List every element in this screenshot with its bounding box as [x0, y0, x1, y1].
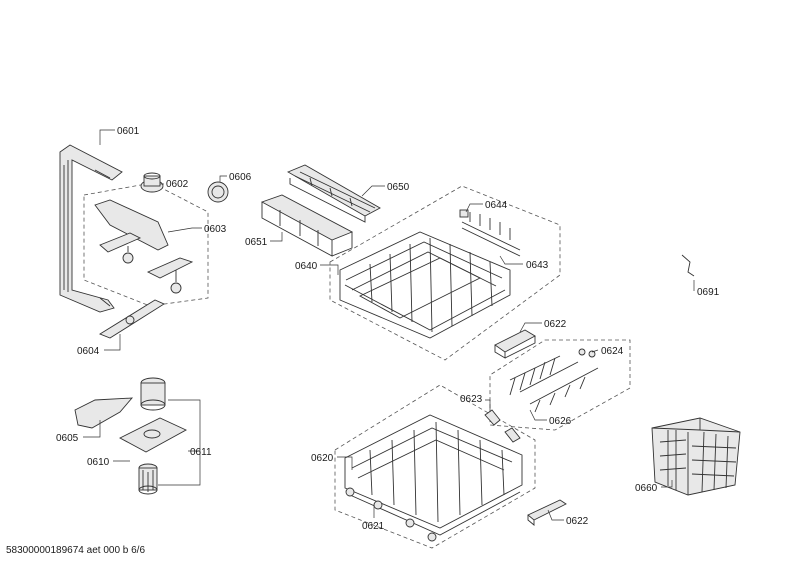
- label-0605: 0605: [56, 433, 79, 444]
- bracket-part: [484, 409, 521, 443]
- label-0601: 0601: [117, 126, 140, 137]
- upper-basket-part: [339, 231, 511, 339]
- label-0611: 0611: [190, 447, 212, 458]
- rack-insert-part: [459, 209, 521, 257]
- lower-basket-part: [344, 414, 523, 536]
- label-0606: 0606: [229, 172, 252, 183]
- group-outline-lower-rack-parts: [489, 339, 631, 431]
- label-0660: 0660: [635, 483, 658, 494]
- label-0604: 0604: [77, 346, 100, 357]
- label-0610: 0610: [87, 457, 110, 468]
- lower-spray-arm-part: [99, 299, 165, 339]
- small-clip-part: [578, 348, 596, 358]
- nozzle-part: [140, 172, 164, 193]
- label-0650: 0650: [387, 182, 410, 193]
- micro-filter-part: [138, 463, 158, 495]
- cutlery-basket-part: [651, 417, 741, 496]
- riser-pipe-part: [59, 144, 123, 313]
- spray-arm-assembly-part: [94, 199, 194, 294]
- handle-upper-part: [494, 329, 536, 359]
- filter-plate-part: [119, 417, 187, 453]
- cutlery-insert-part: [260, 194, 354, 257]
- label-0602: 0602: [166, 179, 189, 190]
- document-footer: 58300000189674 aet 000 b 6/6: [6, 545, 146, 556]
- leader-lines: [83, 129, 695, 521]
- clip-part: [681, 254, 695, 277]
- cutlery-tray-part: [286, 164, 381, 223]
- label-0622-lower: 0622: [566, 516, 589, 527]
- label-0643: 0643: [526, 260, 549, 271]
- label-0626: 0626: [549, 416, 572, 427]
- filter-cylinder-part: [140, 377, 166, 411]
- label-0603: 0603: [204, 224, 227, 235]
- label-0691: 0691: [697, 287, 720, 298]
- group-outline-lower-basket: [334, 384, 536, 549]
- handle-lower-part: [527, 499, 567, 526]
- label-0621: 0621: [362, 521, 385, 532]
- wheels-part: [345, 487, 437, 542]
- label-0624: 0624: [601, 346, 624, 357]
- label-0651: 0651: [245, 237, 268, 248]
- filter-disc-part: [207, 181, 229, 203]
- label-0620: 0620: [311, 453, 334, 464]
- tine-rows-part: [509, 355, 599, 413]
- label-0623: 0623: [460, 394, 483, 405]
- label-0644: 0644: [485, 200, 508, 211]
- sump-cover-part: [74, 397, 134, 429]
- label-0640: 0640: [295, 261, 318, 272]
- group-outline-spray-arm: [83, 182, 209, 307]
- label-0622-upper: 0622: [544, 319, 567, 330]
